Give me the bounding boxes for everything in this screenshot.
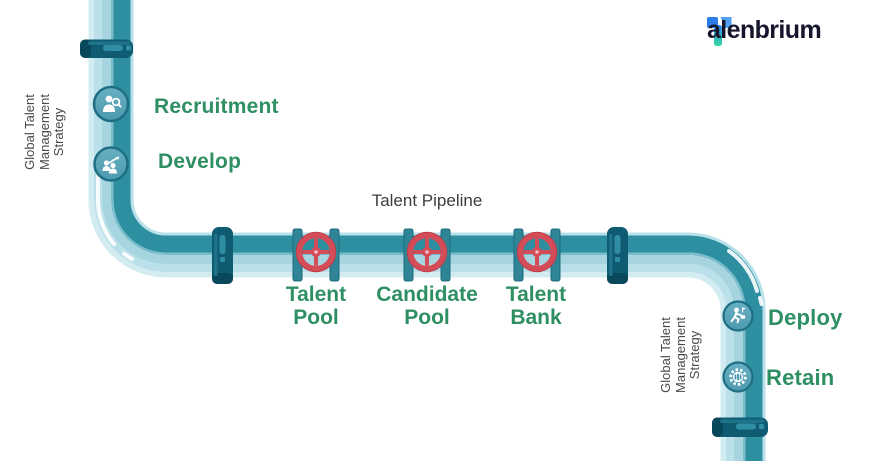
- pipe-coupling-bottom-right: [712, 417, 768, 437]
- valve-talent-pool: [292, 228, 340, 282]
- pipe-band: [113, 0, 763, 461]
- pipe-band: [130, 0, 766, 461]
- stage-label-deploy: Deploy: [768, 305, 843, 330]
- pipe-band: [94, 0, 734, 461]
- side-label-right: Global Talent Management Strategy: [658, 317, 702, 393]
- pipe-highlights: [95, 160, 764, 306]
- stage-label-retain: Retain: [766, 365, 835, 390]
- gear-people-icon: [722, 361, 754, 393]
- pipe-coupling-top-left: [80, 39, 133, 58]
- side-label-left: Global Talent Management Strategy: [22, 94, 66, 170]
- valve-label-candidate-pool: Candidate Pool: [376, 283, 478, 329]
- pipe-coupling-left: [212, 227, 233, 284]
- red-valve-wheel-icon: [406, 231, 448, 273]
- pipe-coupling-right: [607, 227, 628, 284]
- people-growth-icon: [93, 146, 129, 182]
- pipe-band: [102, 0, 743, 461]
- red-valve-wheel-icon: [516, 231, 558, 273]
- person-search-icon: [92, 85, 130, 123]
- valve-talent-bank: [513, 228, 561, 282]
- talenbrium-logo-mark-icon: [707, 17, 732, 46]
- valve-label-talent-pool: Talent Pool: [285, 283, 347, 329]
- pipeline-title: Talent Pipeline: [371, 191, 483, 210]
- pipe-band: [88, 0, 726, 461]
- valve-label-talent-bank: Talent Bank: [505, 283, 567, 329]
- running-person-icon: [722, 300, 754, 332]
- valve-candidate-pool: [403, 228, 451, 282]
- talenbrium-logo-text: alenbrium: [707, 16, 822, 44]
- stage-label-develop: Develop: [158, 150, 242, 173]
- pipe-band: [111, 0, 746, 461]
- talenbrium-logo: alenbrium: [706, 14, 822, 46]
- red-valve-wheel-icon: [295, 231, 337, 273]
- stage-label-recruitment: Recruitment: [154, 95, 279, 118]
